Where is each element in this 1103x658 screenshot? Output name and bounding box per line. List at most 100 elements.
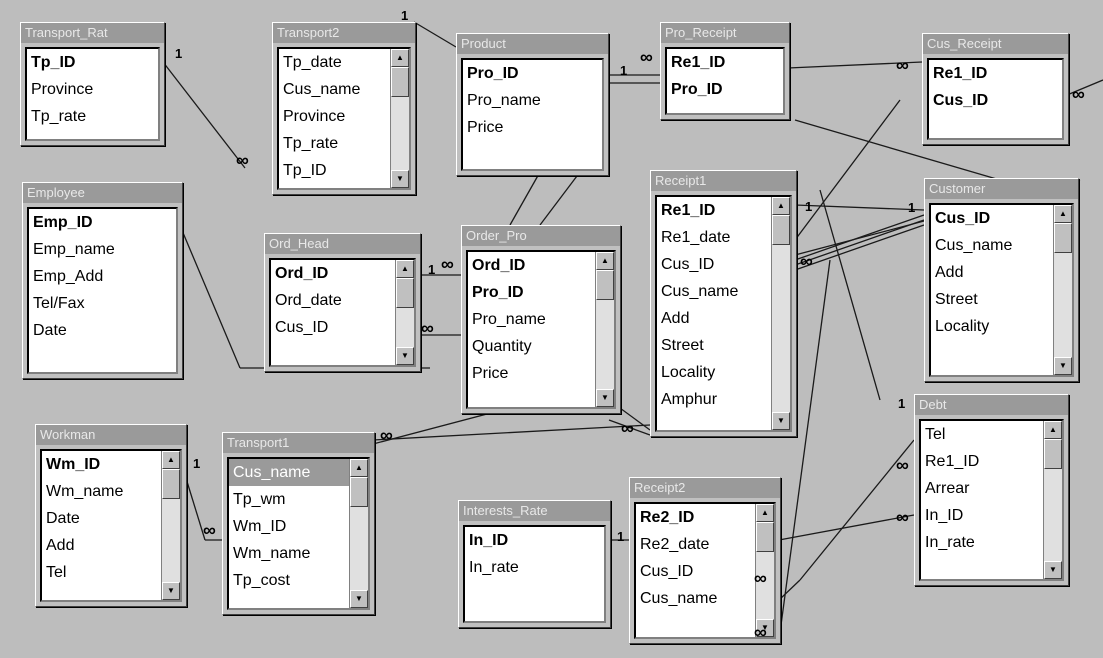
field-province[interactable]: Province (283, 108, 346, 125)
field-re1-id[interactable]: Re1_ID (933, 65, 988, 82)
field-date[interactable]: Date (33, 322, 67, 339)
field-tel-fax[interactable]: Tel/Fax (33, 295, 85, 312)
vertical-scrollbar[interactable]: ▲▼ (755, 504, 774, 637)
field-pro-id[interactable]: Pro_ID (467, 65, 519, 82)
field-re1-id[interactable]: Re1_ID (661, 202, 716, 219)
field-cus-name[interactable]: Cus_name (283, 81, 361, 98)
scroll-up-icon[interactable]: ▲ (162, 451, 180, 469)
table-title[interactable]: Ord_Head (265, 234, 420, 254)
field-wm-id[interactable]: Wm_ID (233, 518, 287, 535)
vertical-scrollbar[interactable]: ▲▼ (390, 49, 409, 188)
field-pro-name[interactable]: Pro_name (472, 311, 546, 328)
field-street[interactable]: Street (661, 337, 704, 354)
table-title[interactable]: Workman (36, 425, 186, 445)
vertical-scrollbar[interactable]: ▲▼ (1053, 205, 1072, 375)
scroll-up-icon[interactable]: ▲ (1044, 421, 1062, 439)
vertical-scrollbar[interactable]: ▲▼ (161, 451, 180, 600)
field-list[interactable]: Re1_ID Pro_ID (665, 47, 785, 115)
field-tp-id[interactable]: Tp_ID (283, 162, 327, 179)
field-arrear[interactable]: Arrear (925, 480, 970, 497)
vertical-scrollbar[interactable]: ▲▼ (349, 459, 368, 608)
scroll-thumb[interactable] (350, 477, 368, 507)
field-in-rate[interactable]: In_rate (469, 559, 519, 576)
scroll-down-icon[interactable]: ▼ (772, 412, 790, 430)
scroll-down-icon[interactable]: ▼ (391, 170, 409, 188)
scroll-down-icon[interactable]: ▼ (1044, 561, 1062, 579)
field-cus-name[interactable]: Cus_name (935, 237, 1013, 254)
field-tp-rate[interactable]: Tp_rate (31, 108, 87, 125)
scroll-up-icon[interactable]: ▲ (756, 504, 774, 522)
field-price[interactable]: Price (467, 119, 504, 136)
field-cus-name[interactable]: Cus_name (640, 590, 718, 607)
table-title[interactable]: Transport_Rat (21, 23, 164, 43)
scroll-down-icon[interactable]: ▼ (396, 347, 414, 365)
field-cus-id[interactable]: Cus_ID (933, 92, 989, 109)
field-amphur[interactable]: Amphur (661, 391, 718, 408)
field-cus-id[interactable]: Cus_ID (275, 319, 329, 336)
scroll-up-icon[interactable]: ▲ (396, 260, 414, 278)
table-title[interactable]: Transport1 (223, 433, 374, 453)
field-ord-id[interactable]: Ord_ID (472, 257, 526, 274)
table-title[interactable]: Product (457, 34, 608, 54)
scroll-thumb[interactable] (772, 215, 790, 245)
field-list[interactable]: Re1_ID Cus_ID (927, 58, 1064, 140)
scroll-up-icon[interactable]: ▲ (772, 197, 790, 215)
field-province[interactable]: Province (31, 81, 94, 98)
field-cus-name[interactable]: Cus_name (661, 283, 739, 300)
vertical-scrollbar[interactable]: ▲▼ (771, 197, 790, 430)
table-title[interactable]: Transport2 (273, 23, 415, 43)
field-wm-id[interactable]: Wm_ID (46, 456, 101, 473)
field-tp-date[interactable]: Tp_date (283, 54, 342, 71)
table-title[interactable]: Order_Pro (462, 226, 620, 246)
field-add[interactable]: Add (661, 310, 690, 327)
field-ord-id[interactable]: Ord_ID (275, 265, 329, 282)
field-re1-id[interactable]: Re1_ID (671, 54, 726, 71)
field-add[interactable]: Add (935, 264, 964, 281)
field-re2-id[interactable]: Re2_ID (640, 509, 695, 526)
scroll-up-icon[interactable]: ▲ (596, 252, 614, 270)
field-locality[interactable]: Locality (935, 318, 990, 335)
field-emp-add[interactable]: Emp_Add (33, 268, 104, 285)
field-re2-date[interactable]: Re2_date (640, 536, 710, 553)
field-tel[interactable]: Tel (925, 426, 946, 443)
field-emp-id[interactable]: Emp_ID (33, 214, 93, 231)
field-price[interactable]: Price (472, 365, 509, 382)
field-locality[interactable]: Locality (661, 364, 716, 381)
table-title[interactable]: Debt (915, 395, 1068, 415)
field-wm-name[interactable]: Wm_name (233, 545, 311, 562)
field-in-id[interactable]: In_ID (469, 532, 509, 549)
vertical-scrollbar[interactable]: ▲▼ (395, 260, 414, 365)
field-cus-id[interactable]: Cus_ID (661, 256, 715, 273)
field-tel[interactable]: Tel (46, 564, 67, 581)
field-pro-id[interactable]: Pro_ID (671, 81, 723, 98)
field-tp-id[interactable]: Tp_ID (31, 54, 76, 71)
scroll-up-icon[interactable]: ▲ (350, 459, 368, 477)
vertical-scrollbar[interactable]: ▲▼ (595, 252, 614, 407)
scroll-thumb[interactable] (162, 469, 180, 499)
field-cus-id[interactable]: Cus_ID (640, 563, 694, 580)
vertical-scrollbar[interactable]: ▲▼ (1043, 421, 1062, 579)
field-re1-date[interactable]: Re1_date (661, 229, 731, 246)
field-quantity[interactable]: Quantity (472, 338, 532, 355)
scroll-thumb[interactable] (1054, 223, 1072, 253)
field-in-id[interactable]: In_ID (925, 507, 964, 524)
field-cus-name[interactable]: Cus_name (229, 459, 368, 486)
scroll-thumb[interactable] (391, 67, 409, 97)
